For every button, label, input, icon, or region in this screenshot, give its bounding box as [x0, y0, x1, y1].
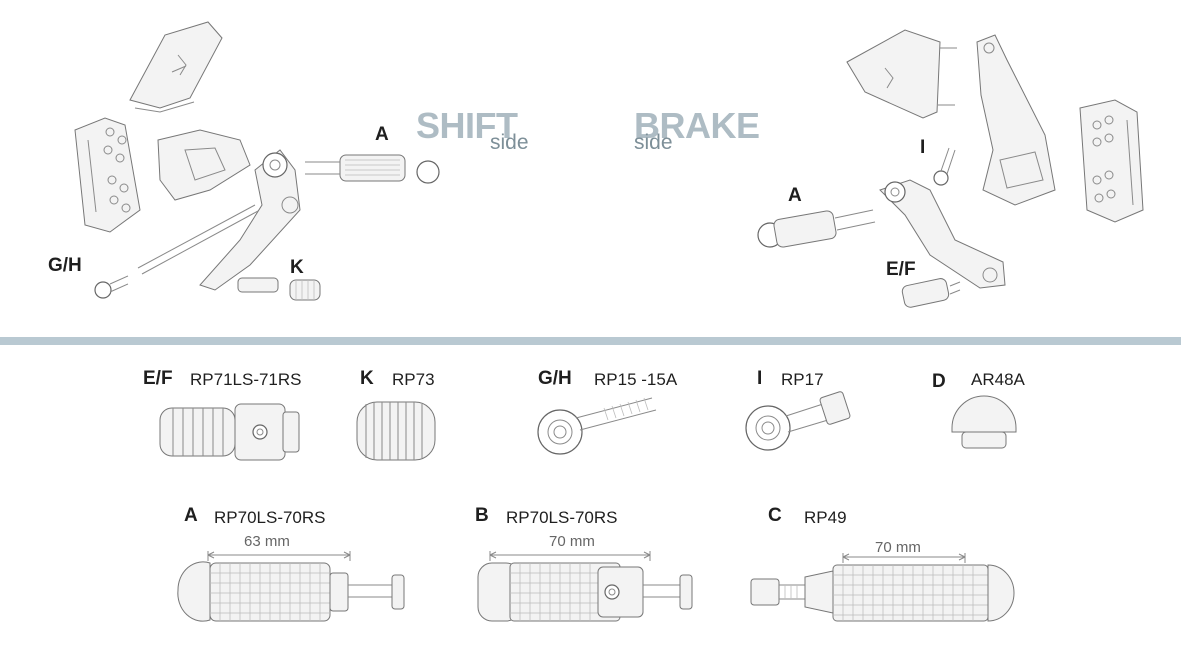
shift-rod-end — [94, 275, 129, 299]
callout-shift-k: K — [290, 257, 304, 278]
part-ef-drawing — [159, 403, 300, 461]
brake-side-heading: BRAKE — [634, 105, 760, 146]
section-divider — [0, 337, 1181, 345]
brake-lever — [879, 179, 1006, 289]
brake-bracket — [976, 34, 1056, 206]
part-i-code: RP17 — [781, 370, 824, 389]
brake-rod-end-i — [933, 147, 956, 186]
brake-rearset-plate — [1079, 99, 1144, 223]
part-ef-letter: E/F — [143, 368, 173, 389]
part-k-code: RP73 — [392, 370, 435, 389]
part-d-drawing — [951, 395, 1017, 449]
part-a-dimension: 63 mm — [244, 533, 290, 550]
shift-heel-guard — [129, 21, 223, 113]
part-ef-code: RP71LS-71RS — [190, 370, 302, 389]
part-a-code: RP70LS-70RS — [214, 508, 326, 527]
callout-brake-i: I — [920, 137, 926, 158]
part-gh-code: RP15 -15A — [594, 370, 678, 389]
shift-side-heading: SHIFT — [416, 105, 518, 146]
shift-lever — [199, 149, 301, 291]
callout-brake-ef: E/F — [886, 259, 916, 280]
shift-bracket — [157, 129, 251, 201]
callout-brake-a: A — [788, 185, 802, 206]
shift-rod — [137, 204, 259, 275]
brake-side-assembly-drawing — [757, 29, 1144, 308]
callout-shift-a: A — [375, 124, 389, 145]
part-c-code: RP49 — [804, 508, 847, 527]
shift-rubber-k — [237, 277, 321, 301]
shift-footpeg — [305, 154, 440, 184]
part-i-drawing — [745, 391, 851, 451]
part-c-letter: C — [768, 505, 782, 526]
part-b-dimension: 70 mm — [549, 533, 595, 550]
brake-footpeg — [757, 209, 876, 248]
part-k-drawing — [356, 401, 436, 461]
shift-side-assembly-drawing — [74, 21, 440, 301]
part-d-code: AR48A — [971, 370, 1025, 389]
part-b-letter: B — [475, 505, 489, 526]
callout-shift-gh: G/H — [48, 255, 82, 276]
part-d-letter: D — [932, 371, 946, 392]
shift-side-subheading: side — [490, 131, 529, 154]
part-c-drawing — [750, 553, 1015, 622]
part-k-letter: K — [360, 368, 374, 389]
part-a-drawing — [177, 551, 405, 622]
part-a-letter: A — [184, 505, 198, 526]
brake-rubber-ef — [901, 278, 961, 308]
brake-heel-guard — [846, 29, 957, 119]
part-i-letter: I — [757, 368, 763, 389]
brake-side-subheading: side — [634, 131, 673, 154]
part-gh-letter: G/H — [538, 368, 572, 389]
part-c-dimension: 70 mm — [875, 539, 921, 556]
part-b-drawing — [477, 551, 693, 622]
shift-rearset-plate — [74, 117, 141, 233]
part-gh-drawing — [537, 397, 657, 455]
part-b-code: RP70LS-70RS — [506, 508, 618, 527]
